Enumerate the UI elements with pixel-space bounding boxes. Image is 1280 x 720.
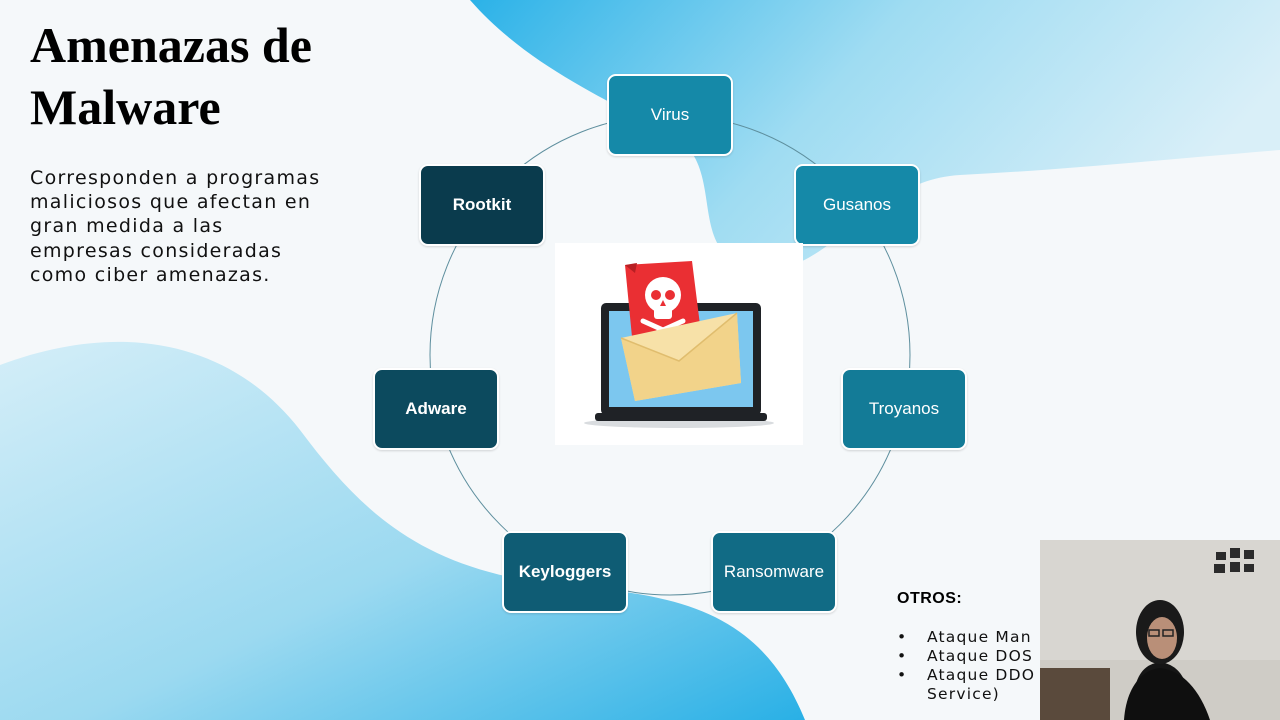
slide-description: Corresponden a programas maliciosos que …	[30, 167, 321, 286]
presenter-webcam	[1040, 540, 1280, 720]
node-virus[interactable]: Virus	[607, 74, 733, 156]
list-item: •Ataque Man	[897, 628, 1032, 646]
malware-email-laptop-icon	[555, 243, 803, 445]
list-item: Service)	[927, 685, 1000, 703]
list-item: •Ataque DOS	[897, 647, 1034, 665]
node-rootkit[interactable]: Rootkit	[419, 164, 545, 246]
slide-title: Amenazas de Malware	[30, 17, 312, 135]
node-ransomware[interactable]: Ransomware	[711, 531, 837, 613]
otros-list: •Ataque Man •Ataque DOS •Ataque DDO Serv…	[897, 628, 1035, 704]
node-gusanos[interactable]: Gusanos	[794, 164, 920, 246]
node-troyanos[interactable]: Troyanos	[841, 368, 967, 450]
otros-heading: OTROS:	[897, 590, 963, 607]
list-item: •Ataque DDO	[897, 666, 1036, 684]
node-keyloggers[interactable]: Keyloggers	[502, 531, 628, 613]
node-adware[interactable]: Adware	[373, 368, 499, 450]
